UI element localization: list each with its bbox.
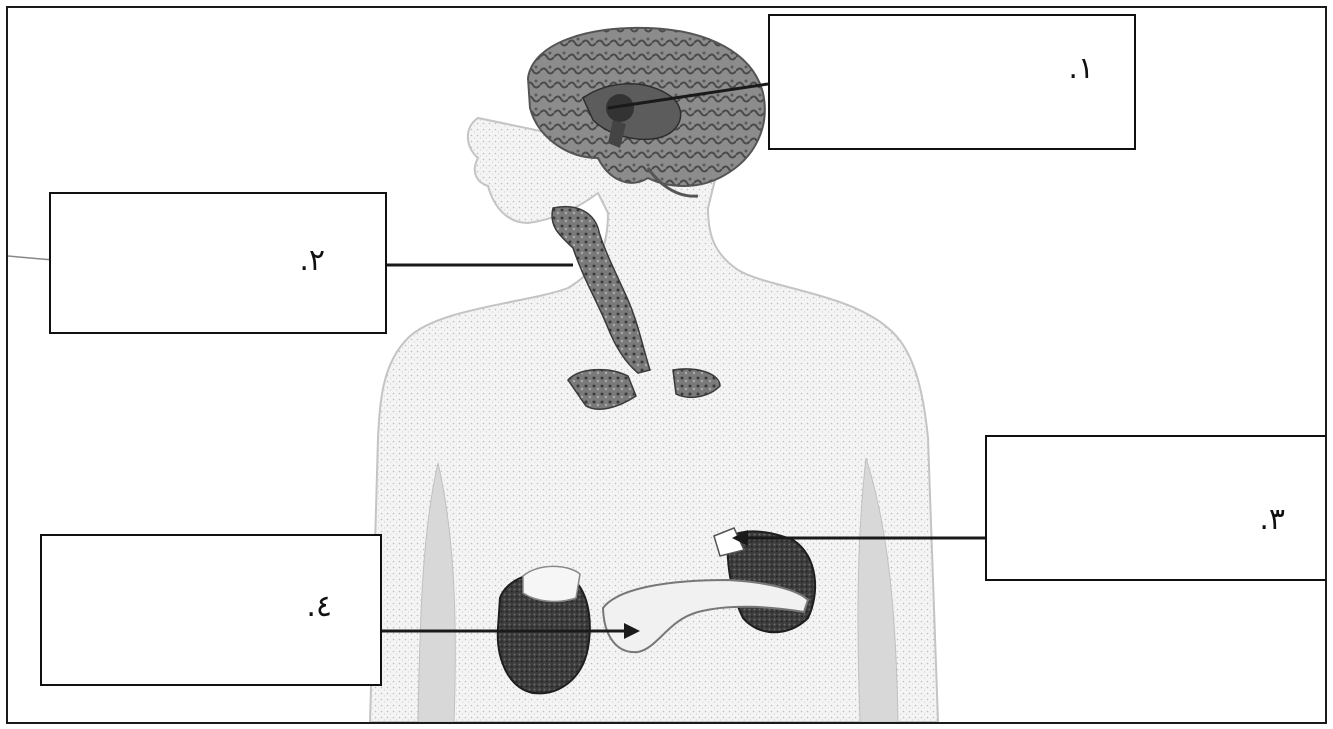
diagram-frame: ١. ٢. ٣. ٤. bbox=[6, 6, 1327, 724]
label-number-4: ٤. bbox=[306, 592, 332, 622]
label-number-1: ١. bbox=[1068, 54, 1094, 84]
label-box-3[interactable]: ٣. bbox=[985, 435, 1327, 581]
label-box-2[interactable]: ٢. bbox=[49, 192, 387, 334]
label-box-1[interactable]: ١. bbox=[768, 14, 1136, 150]
label-box-4[interactable]: ٤. bbox=[40, 534, 382, 686]
label-number-2: ٢. bbox=[299, 246, 325, 276]
label-number-3: ٣. bbox=[1259, 505, 1285, 535]
